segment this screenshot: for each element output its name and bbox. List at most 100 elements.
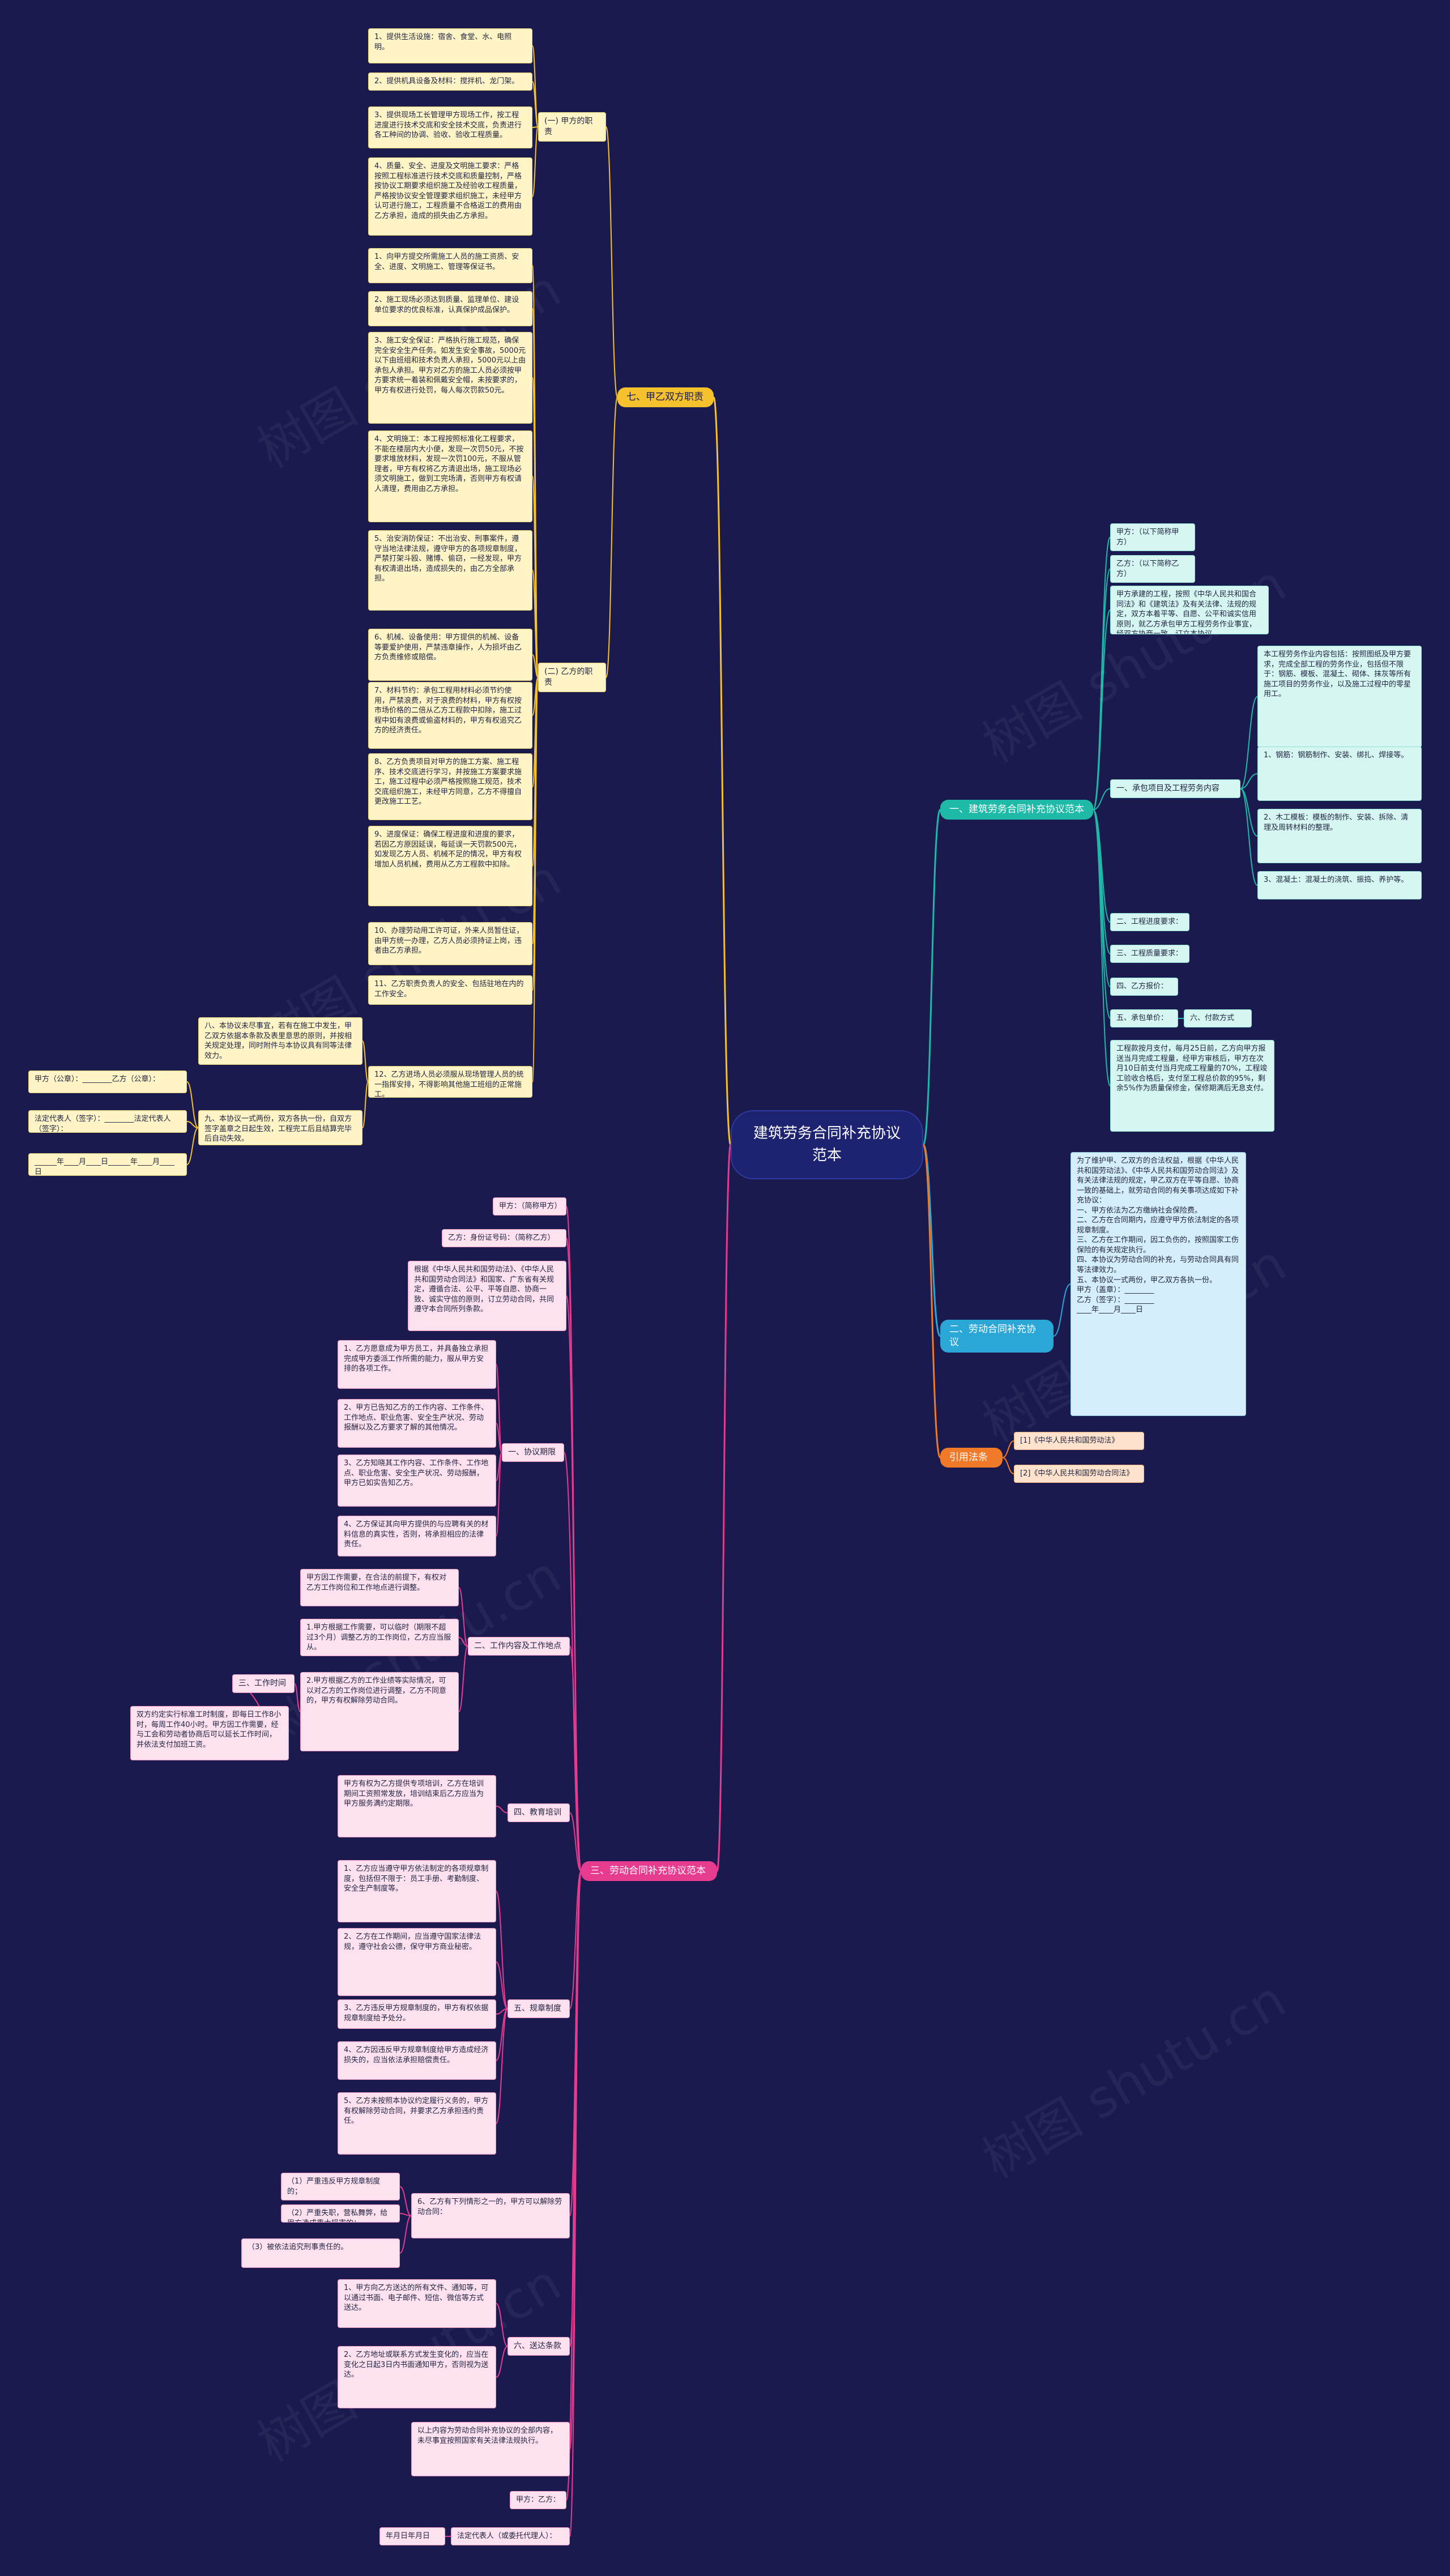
rules-item-2[interactable]: 2、乙方在工作期间，应当遵守国家法律法规，遵守社会公德，保守甲方商业秘密。	[338, 1928, 496, 1996]
connector	[1002, 1457, 1014, 1474]
party-a-duty-3[interactable]: 3、提供现场工长管理甲方现场工作，按工程进度进行技术交底和安全技术交底，负责进行…	[368, 106, 532, 148]
teal-party-a[interactable]: 甲方：（以下简称甲方）	[1110, 523, 1195, 552]
branch-legal-references[interactable]: 引用法条	[940, 1448, 1003, 1468]
teal-party-b[interactable]: 乙方：（以下简称乙方）	[1110, 555, 1195, 583]
branch-labor-template[interactable]: 三、劳动合同补充协议范本	[581, 1861, 717, 1881]
delivery-item-1[interactable]: 1、甲方向乙方送达的所有文件、通知等，可以通过书面、电子邮件、短信、微信等方式送…	[338, 2279, 496, 2328]
template-closing[interactable]: 以上内容为劳动合同补充协议的全部内容，未尽事宜按照国家有关法律法规执行。	[411, 2422, 570, 2476]
connector	[716, 1144, 732, 1872]
party-b-duty-4[interactable]: 4、文明施工：本工程按照标准化工程要求，不能在楼层内大小便，发现一次罚50元，不…	[368, 430, 532, 522]
dismissal-item-2[interactable]: （2）严重失职，营私舞弊，给甲方造成重大损害的；	[281, 2204, 400, 2223]
party-b-duty-7[interactable]: 7、材料节约：承包工程用材料必须节约使用，严禁浪费，对于浪费的材料，甲方有权按市…	[368, 682, 532, 749]
delivery-item-2[interactable]: 2、乙方地址或联系方式发生变化的，应当在变化之日起3日内书面通知甲方，否则视为送…	[338, 2346, 496, 2408]
rules-item-3[interactable]: 3、乙方违反甲方规章制度的，甲方有权依据规章制度给予处分。	[338, 1999, 496, 2029]
connector	[186, 1127, 199, 1165]
clause-nine[interactable]: 九、本协议一式两份，双方各执一份，自双方签字盖章之日起生效，工程完工后且结算完毕…	[198, 1110, 362, 1145]
term-item-4[interactable]: 4、乙方保证其向甲方提供的与应聘有关的材料信息的真实性，否则，将承担相应的法律责…	[338, 1516, 496, 1556]
group-delivery[interactable]: 六、送达条款	[508, 2337, 570, 2356]
connector	[362, 1040, 369, 1082]
connector	[532, 45, 539, 127]
party-a-duty-4[interactable]: 4、质量、安全、进度及文明施工要求：严格按照工程标准进行技术交底和质量控制，严格…	[368, 157, 532, 236]
group-rules[interactable]: 五、规章制度	[508, 1999, 570, 2018]
working-hours-text[interactable]: 双方约定实行标准工时制度，即每日工作8小时，每周工作40小时。甲方因工作需要，经…	[130, 1706, 289, 1760]
group-agreement-term[interactable]: 一、协议期限	[502, 1443, 564, 1462]
reference-labor-contract-law[interactable]: [2]《中华人民共和国劳动合同法》	[1014, 1465, 1144, 1483]
connector	[496, 2008, 508, 2061]
connector	[532, 570, 539, 678]
teal-scope-heading[interactable]: 一、承包项目及工程劳务内容	[1110, 779, 1240, 798]
teal-quote[interactable]: 四、乙方报价：	[1110, 978, 1178, 996]
group-party-b-duties[interactable]: (二) 乙方的职责	[538, 663, 606, 692]
branch-labor-agreement[interactable]: 二、劳动合同补充协议	[940, 1320, 1054, 1353]
teal-preamble[interactable]: 甲方承建的工程，按照《中华人民共和国合同法》和《建筑法》及有关法律、法规的规定，…	[1110, 586, 1269, 634]
connector	[922, 1144, 941, 1458]
reference-labor-law[interactable]: [1]《中华人民共和国劳动法》	[1014, 1432, 1144, 1450]
template-signature-representative[interactable]: 法定代表人（或委托代理人）：	[451, 2527, 570, 2545]
dismissal-item-1[interactable]: （1）严重违反甲方规章制度的；	[281, 2173, 400, 2201]
party-b-duty-3[interactable]: 3、施工安全保证：严格执行施工规范，确保完全安全生产任务。如发生安全事故，500…	[368, 332, 532, 424]
template-party-a[interactable]: 甲方：（简称甲方）	[493, 1197, 566, 1216]
connector	[1240, 773, 1258, 790]
branch-construction-agreement[interactable]: 一、建筑劳务合同补充协议范本	[940, 800, 1093, 820]
signature-party[interactable]: 甲方（公章）：________乙方（公章）：	[28, 1071, 187, 1093]
party-b-duty-9[interactable]: 9、进度保证：确保工程进度和进度的要求，若因乙方原因延误，每延误一天罚款500元…	[368, 826, 532, 906]
party-b-duty-10[interactable]: 10、办理劳动用工许可证，外来人员暂住证，由甲方统一办理，乙方人员必须持证上岗，…	[368, 922, 532, 965]
teal-payment-terms[interactable]: 工程款按月支付，每月25日前，乙方向甲方报送当月完成工程量，经甲方审核后，甲方在…	[1110, 1040, 1274, 1132]
root-topic[interactable]: 建筑劳务合同补充协议范本	[731, 1110, 923, 1179]
teal-schedule[interactable]: 二、工程进度要求：	[1110, 913, 1189, 931]
party-b-duty-2[interactable]: 2、施工现场必须达到质量、监理单位、建设单位要求的优良标准，认真保护成品保护。	[368, 291, 532, 326]
term-item-3[interactable]: 3、乙方知晓其工作内容、工作条件、工作地点、职业危害、安全生产状况、劳动报酬，甲…	[338, 1455, 496, 1507]
party-b-duty-5[interactable]: 5、治安消防保证：不出治安、刑事案件，遵守当地法律法规，遵守甲方的各项规章制度，…	[368, 530, 532, 611]
teal-scope-summary[interactable]: 本工程劳务作业内容包括：按照图纸及甲方要求，完成全部工程的劳务作业，包括但不限于…	[1257, 646, 1422, 748]
connector	[569, 1870, 582, 2010]
teal-scope-formwork[interactable]: 2、木工模板：模板的制作、安装、拆除、清理及周转材料的整理。	[1257, 809, 1422, 863]
connector	[532, 81, 539, 127]
party-b-duty-11[interactable]: 11、乙方职责负责人的安全、包括驻地在内的工作安全。	[368, 975, 532, 1005]
branch-responsibilities[interactable]: 七、甲乙双方职责	[617, 387, 714, 407]
template-signature-date[interactable]: 年月日年月日	[379, 2527, 445, 2545]
term-item-2[interactable]: 2、甲方已告知乙方的工作内容、工作条件、工作地点、职业危害、安全生产状况、劳动报…	[338, 1399, 496, 1448]
template-party-b[interactable]: 乙方：身份证号码：（简称乙方）	[442, 1229, 566, 1247]
connector	[605, 126, 618, 398]
work-content-item-1[interactable]: 1.甲方根据工作需要，可以临时（期限不超过3个月）调整乙方的工作岗位，乙方应当服…	[300, 1619, 459, 1656]
group-training[interactable]: 四、教育培训	[508, 1803, 570, 1822]
connector	[399, 2213, 412, 2216]
dismissal-item-3[interactable]: （3）被依法追究刑事责任的。	[241, 2238, 400, 2268]
teal-payment-method[interactable]: 六、付款方式	[1184, 1009, 1252, 1027]
signature-date[interactable]: ______年____月____日______年____月____日	[28, 1153, 187, 1176]
party-a-duty-2[interactable]: 2、提供机具设备及材料：搅拌机、龙门架。	[368, 72, 532, 91]
teal-scope-rebar[interactable]: 1、钢筋：钢筋制作、安装、绑扎、焊接等。	[1257, 747, 1422, 801]
rules-item-4[interactable]: 4、乙方因违反甲方规章制度给甲方造成经济损失的，应当依法承担赔偿责任。	[338, 2041, 496, 2080]
party-b-duty-1[interactable]: 1、向甲方提交所需施工人员的施工资质、安全、进度、文明施工、管理等保证书。	[368, 248, 532, 283]
teal-scope-concrete[interactable]: 3、混凝土：混凝土的浇筑、振捣、养护等。	[1257, 871, 1422, 899]
template-preamble[interactable]: 根据《中华人民共和国劳动法》、《中华人民共和国劳动合同法》和国家、广东省有关规定…	[408, 1261, 566, 1331]
connector	[713, 396, 732, 1146]
connector	[922, 809, 941, 1146]
party-a-duty-1[interactable]: 1、提供生活设施：宿舍、食堂、水、电照明。	[368, 28, 532, 63]
group-work-content[interactable]: 二、工作内容及工作地点	[468, 1637, 570, 1656]
labor-agreement-text[interactable]: 为了维护甲、乙双方的合法权益，根据《中华人民共和国劳动法》、《中华人民共和国劳动…	[1071, 1152, 1246, 1416]
work-content-intro[interactable]: 甲方因工作需要，在合法的前提下，有权对乙方工作岗位和工作地点进行调整。	[300, 1569, 459, 1606]
group-working-hours[interactable]: 三、工作时间	[232, 1674, 295, 1693]
dismissal-heading[interactable]: 6、乙方有下列情形之一的，甲方可以解除劳动合同：	[411, 2193, 570, 2238]
connector	[458, 1637, 468, 1647]
clause-eight[interactable]: 八、本协议未尽事宜，若有在施工中发生，甲乙双方依据本条款及表里意思的原则，并按相…	[198, 1017, 362, 1065]
work-content-item-2[interactable]: 2.甲方根据乙方的工作业绩等实际情况，可以对乙方的工作岗位进行调整，乙方不同意的…	[300, 1672, 459, 1751]
connector	[458, 1645, 468, 1712]
group-party-a-duties[interactable]: (一) 甲方的职责	[538, 112, 606, 142]
connector	[399, 2215, 412, 2254]
training-text[interactable]: 甲方有权为乙方提供专项培训，乙方在培训期间工资照常发放，培训结束后乙方应当为甲方…	[338, 1775, 496, 1837]
term-item-1[interactable]: 1、乙方愿意成为甲方员工，并具备独立承担完成甲方委派工作所需的能力，服从甲方安排…	[338, 1340, 496, 1389]
party-b-duty-8[interactable]: 8、乙方负责项目对甲方的施工方案、施工程序、技术交底进行学习，并按施工方案要求施…	[368, 753, 532, 820]
party-b-duty-6[interactable]: 6、机械、设备使用：甲方提供的机械、设备等要爱护使用，严禁违章操作，人为损坏由乙…	[368, 629, 532, 681]
template-signature-parties[interactable]: 甲方：乙方：	[510, 2491, 566, 2509]
rules-item-5[interactable]: 5、乙方未按照本协议约定履行义务的，甲方有权解除劳动合同，并要求乙方承担违约责任…	[338, 2092, 496, 2155]
connector	[186, 1121, 199, 1128]
party-b-duty-12[interactable]: 12、乙方进场人员必须服从现场管理人员的统一指挥安排，不得影响其他施工班组的正常…	[368, 1066, 532, 1098]
rules-item-1[interactable]: 1、乙方应当遵守甲方依法制定的各项规章制度，包括但不限于：员工手册、考勤制度、安…	[338, 1860, 496, 1922]
signature-representative[interactable]: 法定代表人（签字）：________法定代表人（签字）：	[28, 1110, 187, 1133]
connector	[362, 1081, 369, 1128]
teal-unit-price[interactable]: 五、承包单价：	[1110, 1009, 1178, 1027]
teal-quality[interactable]: 三、工程质量要求：	[1110, 945, 1189, 963]
connector	[1093, 809, 1111, 1019]
